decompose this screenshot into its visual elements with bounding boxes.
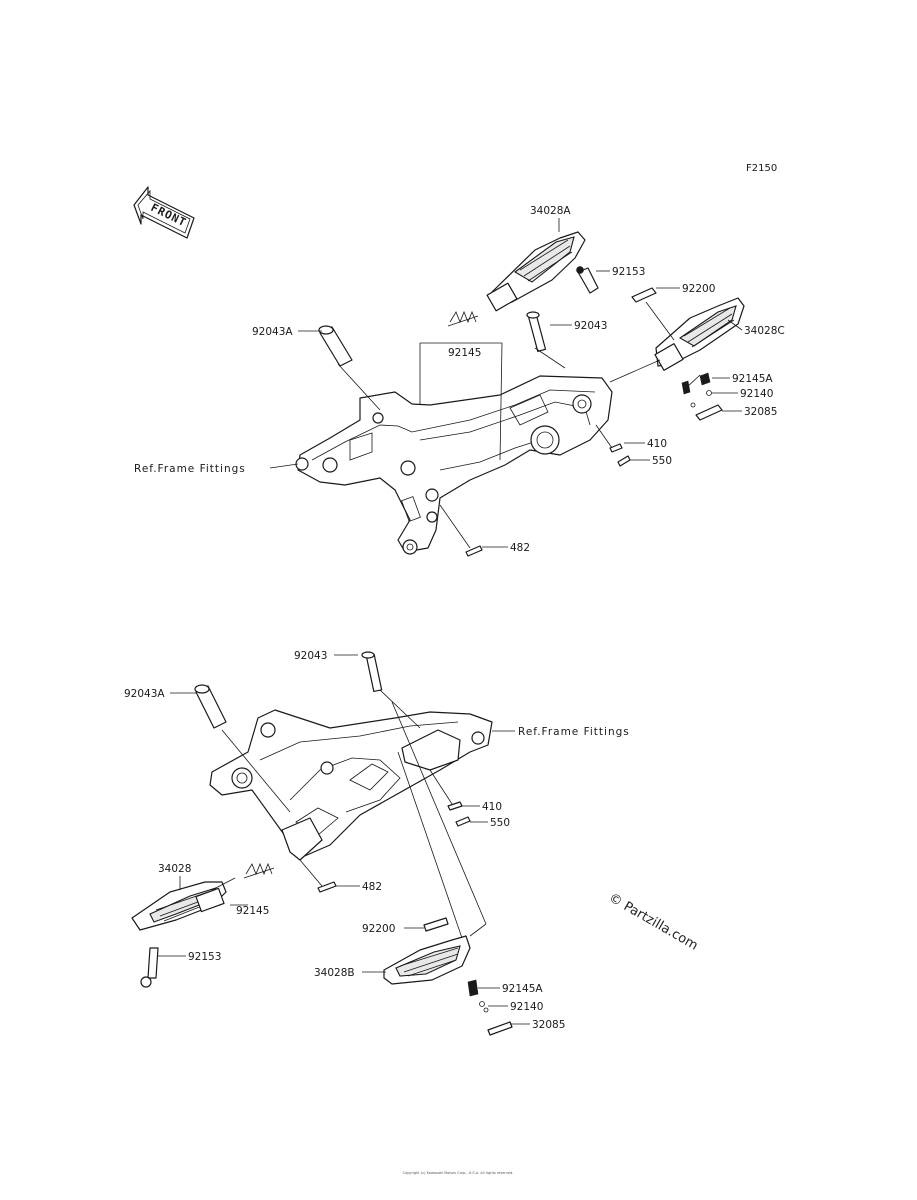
callout-550: 550 — [652, 455, 672, 467]
callout-92043: 92043 — [294, 650, 327, 662]
watermark: © Partzilla.com — [606, 890, 700, 953]
lower-spring-92145 — [243, 862, 275, 879]
lower-assembly: 92043 92043A Ref.Frame Fittings 410 550 … — [124, 650, 630, 1036]
lower-washer-92140 — [479, 1001, 489, 1013]
lower-pin-92153 — [140, 947, 159, 988]
lower-collar-92043A — [194, 684, 227, 729]
front-arrow-icon: FRONT — [133, 186, 195, 239]
callout-482: 482 — [362, 881, 382, 893]
lower-bolt-482 — [317, 881, 337, 893]
diagram-code: F2150 — [746, 163, 777, 174]
callout-92145: 92145 — [448, 347, 481, 359]
callout-32085: 32085 — [532, 1019, 565, 1031]
callout-92200: 92200 — [362, 923, 395, 935]
lower-bolt-410 — [447, 801, 463, 811]
callout-92153: 92153 — [188, 951, 221, 963]
callout-410: 410 — [482, 801, 502, 813]
upper-assembly: 34028A 92153 92200 92043 34028C 92043A 9… — [134, 205, 785, 557]
lower-bolt-550 — [455, 816, 471, 827]
lower-pin-32085 — [487, 1021, 513, 1036]
lower-footpeg-bracket — [209, 709, 493, 861]
callout-92043: 92043 — [574, 320, 607, 332]
upper-footpeg-34028A — [486, 231, 586, 312]
upper-spring-92145A — [681, 372, 711, 395]
callout-92043A: 92043A — [252, 326, 293, 338]
callout-482: 482 — [510, 542, 530, 554]
upper-footpeg-bracket — [295, 375, 613, 555]
callout-92145: 92145 — [236, 905, 269, 917]
callout-34028A: 34028A — [530, 205, 571, 217]
upper-bolt-482 — [465, 545, 483, 557]
ref-frame-fittings-label: Ref.Frame Fittings — [518, 726, 630, 738]
callout-92140: 92140 — [740, 388, 773, 400]
callout-92200: 92200 — [682, 283, 715, 295]
upper-washer-92140 — [690, 390, 712, 408]
callout-92043A: 92043A — [124, 688, 165, 700]
callout-92140: 92140 — [510, 1001, 543, 1013]
upper-bolt-550 — [617, 455, 631, 467]
upper-footpeg-34028C — [654, 297, 745, 371]
ref-frame-fittings-label: Ref.Frame Fittings — [134, 463, 246, 475]
lower-footpeg-34028B — [383, 935, 471, 985]
callout-34028: 34028 — [158, 863, 191, 875]
lower-spring-92145A — [467, 979, 479, 997]
lower-plate-92200 — [423, 917, 449, 932]
callout-92145A: 92145A — [502, 983, 543, 995]
upper-pin-32085 — [695, 404, 723, 421]
callout-410: 410 — [647, 438, 667, 450]
upper-bolt-410 — [609, 443, 623, 453]
callout-32085: 32085 — [744, 406, 777, 418]
callout-92153: 92153 — [612, 266, 645, 278]
callout-34028C: 34028C — [744, 325, 785, 337]
upper-pin-92153 — [576, 266, 599, 294]
footer-text: Copyright (c) Kawasaki Motors Corp., U.S… — [403, 1171, 514, 1175]
upper-collar-92043A — [318, 325, 353, 367]
upper-pin-92043 — [526, 311, 547, 353]
callout-550: 550 — [490, 817, 510, 829]
callout-34028B: 34028B — [314, 967, 355, 979]
callout-92145A: 92145A — [732, 373, 773, 385]
upper-spring-92145 — [447, 310, 479, 327]
lower-footpeg-34028 — [131, 881, 227, 931]
lower-pin-92043 — [361, 651, 383, 693]
upper-plate-92200 — [631, 287, 657, 303]
